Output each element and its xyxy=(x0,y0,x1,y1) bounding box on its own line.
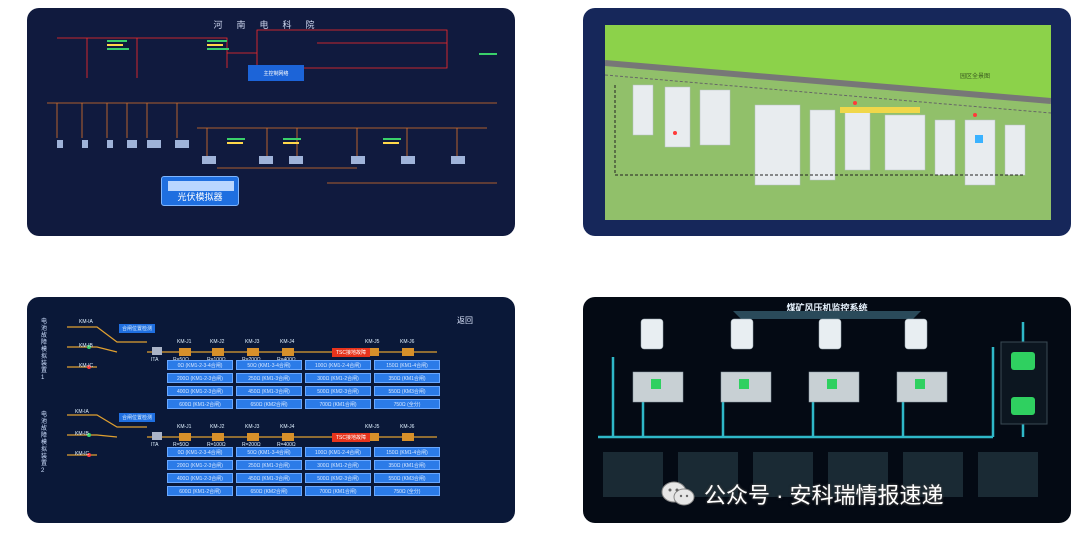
group1-side-label: 电池故障模拟装置1 xyxy=(41,319,48,381)
switch-j4: KM-J4 xyxy=(280,339,295,345)
fault-circuit xyxy=(67,326,437,457)
fault-indicator-1: TSC接地故障 xyxy=(332,348,370,357)
cell-g2-r2-c1[interactable]: 450Ω (KM1-3合闸) xyxy=(236,473,302,483)
cell-g1-r0-c1[interactable]: 50Ω (KM1-3-4合闸) xyxy=(236,360,302,370)
cell-g1-r2-c0[interactable]: 400Ω (KM1-2-3合闸) xyxy=(167,386,233,396)
cell-g2-r2-c0[interactable]: 400Ω (KM1-2-3合闸) xyxy=(167,473,233,483)
cell-g1-r2-c2[interactable]: 500Ω (KM2-3合闸) xyxy=(305,386,371,396)
cell-g1-r2-c3[interactable]: 550Ω (KM3合闸) xyxy=(374,386,440,396)
network-box[interactable]: 主控制网络 xyxy=(248,65,304,81)
cell-g1-r2-c1[interactable]: 450Ω (KM1-3合闸) xyxy=(236,386,302,396)
wechat-icon xyxy=(661,481,695,506)
cell-g1-r1-c2[interactable]: 300Ω (KM1-2合闸) xyxy=(305,373,371,383)
panel-title: 河南电科院 xyxy=(213,20,329,30)
one-line-diagram xyxy=(47,29,497,184)
cell-g1-r0-c2[interactable]: 100Ω (KM1-2-4合闸) xyxy=(305,360,371,370)
switch-j4-2: KM-J4 xyxy=(280,424,295,430)
cell-g2-r1-c3[interactable]: 350Ω (KM1合闸) xyxy=(374,460,440,470)
cell-g2-r0-c0[interactable]: 0Ω (KM1-2-3-4合闸) xyxy=(167,447,233,457)
cell-g2-r3-c0[interactable]: 600Ω (KM1-2合闸) xyxy=(167,486,233,496)
watermark: 公众号 · 安科瑞情报速递 xyxy=(660,478,944,510)
switch-j3-2: KM-J3 xyxy=(245,424,260,430)
switch-j2-2: KM-J2 xyxy=(210,424,225,430)
switch-j2: KM-J2 xyxy=(210,339,225,345)
switch-j5: KM-J5 xyxy=(365,339,380,345)
cell-g1-r1-c3[interactable]: 350Ω (KM1合闸) xyxy=(374,373,440,383)
cell-g1-r1-c0[interactable]: 200Ω (KM1-2-3合闸) xyxy=(167,373,233,383)
cell-g2-r3-c1[interactable]: 650Ω (KM2合闸) xyxy=(236,486,302,496)
panel-title: 煤矿风压机监控系统 xyxy=(786,303,868,313)
cell-g2-r3-c3[interactable]: 750Ω (全分) xyxy=(374,486,440,496)
map-label: 园区全景图 xyxy=(960,74,991,80)
cell-g2-r2-c2[interactable]: 500Ω (KM2-3合闸) xyxy=(305,473,371,483)
resistor-2-2: R=100Ω xyxy=(207,442,226,448)
switch-j1: KM-J1 xyxy=(177,339,192,345)
km-ic-label: KM-IC xyxy=(79,363,94,369)
pv-simulator-label: 光伏模拟器 xyxy=(177,192,223,202)
cell-g1-r3-c0[interactable]: 600Ω (KM1-2合闸) xyxy=(167,399,233,409)
cell-g1-r1-c1[interactable]: 250Ω (KM1-3合闸) xyxy=(236,373,302,383)
back-button[interactable]: 返回 xyxy=(457,316,473,325)
cell-g2-r3-c2[interactable]: 700Ω (KM1合闸) xyxy=(305,486,371,496)
fan-system-diagram xyxy=(598,311,1048,497)
current-label-1: ITA xyxy=(151,357,159,363)
km-ib-label-2: KM-IB xyxy=(75,431,89,437)
resistor-1-2: R=50Ω xyxy=(173,442,189,448)
cell-g1-r0-c0[interactable]: 0Ω (KM1-2-3-4合闸) xyxy=(167,360,233,370)
switch-j1-2: KM-J1 xyxy=(177,424,192,430)
cell-g1-r0-c3[interactable]: 150Ω (KM1-4合闸) xyxy=(374,360,440,370)
watermark-text: 公众号 · 安科瑞情报速递 xyxy=(704,483,944,508)
status-button-2[interactable]: 合闸位置检测 xyxy=(119,413,156,422)
cell-g2-r0-c2[interactable]: 100Ω (KM1-2-4合闸) xyxy=(305,447,371,457)
cell-g1-r3-c1[interactable]: 650Ω (KM2合闸) xyxy=(236,399,302,409)
cell-g2-r0-c1[interactable]: 50Ω (KM1-3-4合闸) xyxy=(236,447,302,457)
cell-g2-r2-c3[interactable]: 550Ω (KM3合闸) xyxy=(374,473,440,483)
cell-g2-r1-c2[interactable]: 300Ω (KM1-2合闸) xyxy=(305,460,371,470)
switch-j3: KM-J3 xyxy=(245,339,260,345)
cell-g1-r3-c3[interactable]: 750Ω (全分) xyxy=(374,399,440,409)
map-roads xyxy=(605,60,1051,220)
panel-mine-fan-monitor: 煤矿风压机监控系统 xyxy=(583,297,1071,523)
group2-side-label: 电池故障模拟装置2 xyxy=(41,412,48,474)
panel-power-diagram: 河南电科院 xyxy=(27,8,515,236)
cell-g2-r0-c3[interactable]: 150Ω (KM1-4合闸) xyxy=(374,447,440,457)
pv-simulator-screen xyxy=(168,181,234,191)
cell-g2-r1-c1[interactable]: 250Ω (KM1-3合闸) xyxy=(236,460,302,470)
switch-j6-2: KM-J6 xyxy=(400,424,415,430)
pv-simulator-button[interactable]: 光伏模拟器 xyxy=(161,176,239,206)
km-ia-label-2: KM-IA xyxy=(75,409,89,415)
km-ia-label: KM-IA xyxy=(79,319,93,325)
fault-indicator-2: TSC接地故障 xyxy=(332,433,370,442)
cell-g2-r1-c0[interactable]: 200Ω (KM1-2-3合闸) xyxy=(167,460,233,470)
cell-g1-r3-c2[interactable]: 700Ω (KM1合闸) xyxy=(305,399,371,409)
resistor-3-2: R=200Ω xyxy=(242,442,261,448)
switch-j6: KM-J6 xyxy=(400,339,415,345)
panel-site-map: 园区全景图 xyxy=(583,8,1071,236)
site-map[interactable]: 园区全景图 xyxy=(605,25,1051,220)
status-button-1[interactable]: 合闸位置检测 xyxy=(119,324,156,333)
panel-battery-fault: 返回 电池故障模拟装置1 电池故障模拟装置2 KM-IA KM-IB KM-IC… xyxy=(27,297,515,523)
km-ib-label: KM-IB xyxy=(79,343,93,349)
switch-j5-2: KM-J5 xyxy=(365,424,380,430)
km-ic-label-2: KM-IC xyxy=(75,451,90,457)
current-label-2: ITA xyxy=(151,442,159,448)
resistor-4-2: R=400Ω xyxy=(277,442,296,448)
